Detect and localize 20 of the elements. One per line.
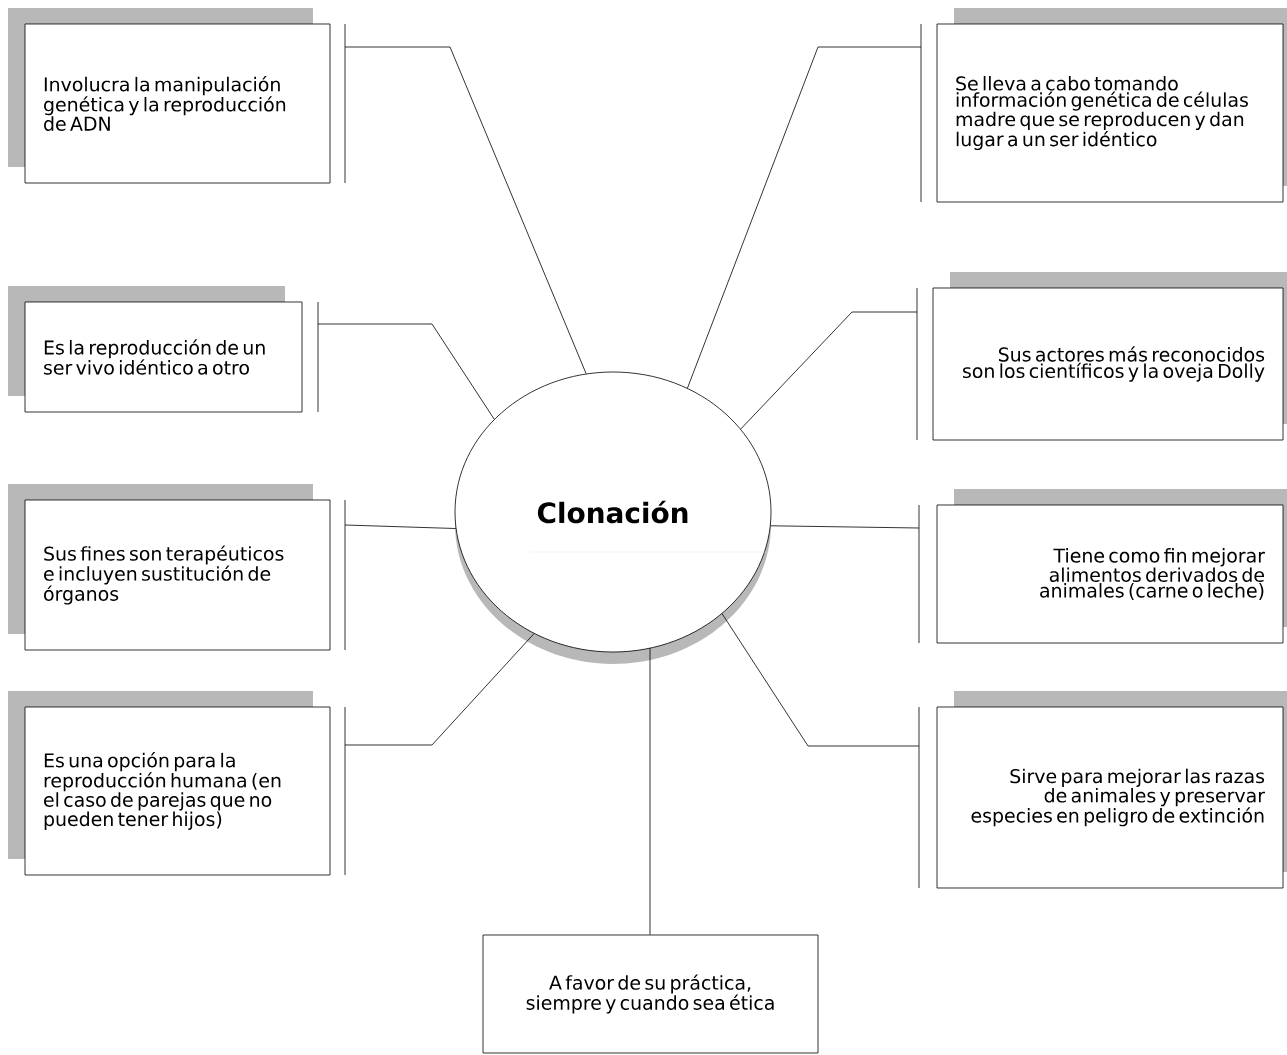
connector-line <box>344 633 535 746</box>
text-box: Involucra la manipulación genética y la reproducción de ADN <box>24 23 331 184</box>
text-box: Es una opción para la reproducción humana (en el caso de parejas que no pueden tener hijos) <box>24 706 331 876</box>
connector-line <box>649 647 651 935</box>
text-box: Sus fines son terapéuticos e incluyen sustitución de órganos <box>24 499 331 651</box>
connector-line <box>344 524 457 529</box>
text-box: Es la reproducción de un ser vivo idéntico a otro <box>24 301 303 413</box>
connector-line <box>317 323 495 420</box>
text-box: Sirve para mejorar las razas de animales y preservar especies en peligro de extinción <box>936 706 1284 889</box>
connector-line <box>770 525 920 529</box>
text-box: Sus actores más reconocidos son los científicos y la oveja Dolly <box>932 287 1284 441</box>
text-box: Tiene como fin mejorar alimentos derivados de animales (carne o leche) <box>936 504 1284 644</box>
connector-line <box>721 613 920 747</box>
connector-line <box>687 46 922 389</box>
title-text: Clonación <box>537 500 688 524</box>
text-box: A favor de su práctica, siempre y cuando sea ética <box>482 934 819 1054</box>
connector-line <box>344 46 587 375</box>
text-box: Se lleva a cabo tomando información genética de células madre que se reproducen y dan lugar a un ser idéntico <box>936 23 1284 203</box>
connector-line <box>740 311 918 430</box>
topic-ellipse <box>454 371 772 653</box>
